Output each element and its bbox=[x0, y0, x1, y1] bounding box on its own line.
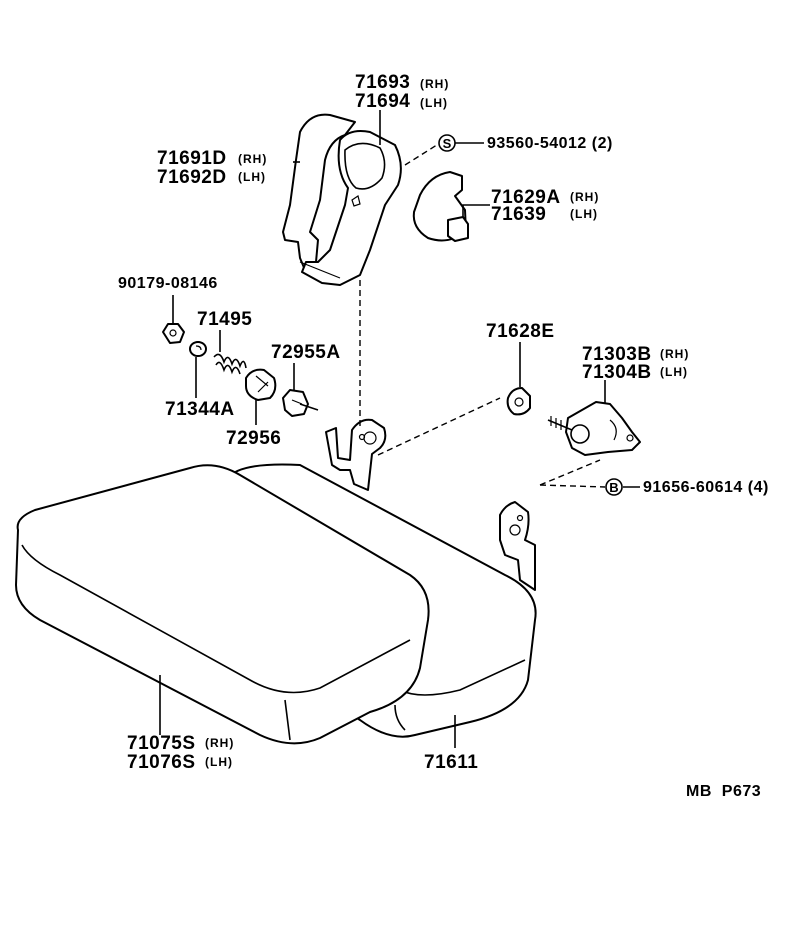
hinge-bracket-right bbox=[499, 501, 536, 591]
svg-text:71694: 71694 bbox=[355, 91, 410, 112]
svg-text:71304B: 71304B bbox=[582, 362, 652, 383]
label-72956: 72956 bbox=[226, 428, 281, 449]
svg-text:(RH): (RH) bbox=[238, 152, 267, 166]
hinge-cover-71693 bbox=[299, 130, 402, 286]
svg-text:(LH): (LH) bbox=[238, 170, 266, 184]
label-93560: 93560-54012 (2) bbox=[487, 135, 613, 152]
svg-text:S: S bbox=[443, 136, 452, 151]
svg-text:71075S: 71075S bbox=[127, 733, 196, 754]
bushing-71628e bbox=[506, 387, 531, 416]
svg-text:71629A: 71629A bbox=[491, 187, 561, 208]
svg-text:71692D: 71692D bbox=[157, 167, 227, 188]
svg-text:71639: 71639 bbox=[491, 204, 546, 225]
svg-text:(RH): (RH) bbox=[420, 77, 449, 91]
hinge-bracket-left bbox=[325, 418, 387, 491]
dashed-connector-lines bbox=[359, 142, 606, 488]
svg-text:93560-54012 (2): 93560-54012 (2) bbox=[487, 135, 613, 152]
nut-90179 bbox=[162, 323, 185, 344]
svg-text:(RH): (RH) bbox=[660, 347, 689, 361]
svg-text:72955A: 72955A bbox=[271, 342, 341, 363]
label-71629a-71639: 71629A (RH) 71639 (LH) bbox=[491, 187, 599, 225]
spring-71495 bbox=[213, 353, 247, 375]
svg-text:71344A: 71344A bbox=[165, 399, 235, 420]
label-91656: 91656-60614 (4) bbox=[643, 479, 769, 496]
footer-code: MB P673 bbox=[686, 783, 761, 800]
svg-text:90179-08146: 90179-08146 bbox=[118, 275, 218, 292]
knob-72956 bbox=[245, 368, 277, 401]
svg-text:(LH): (LH) bbox=[570, 207, 598, 221]
label-71691d-71692d: 71691D (RH) 71692D (LH) bbox=[157, 148, 267, 188]
svg-text:MB P673: MB P673 bbox=[686, 783, 761, 800]
svg-text:71611: 71611 bbox=[424, 752, 478, 773]
label-71611: 71611 bbox=[424, 752, 478, 773]
cap-71629a bbox=[412, 171, 469, 242]
symbol-b-91656: B bbox=[605, 478, 623, 496]
label-90179: 90179-08146 bbox=[118, 275, 218, 292]
washer-71344a bbox=[189, 341, 207, 357]
svg-text:(LH): (LH) bbox=[205, 755, 233, 769]
svg-text:(RH): (RH) bbox=[205, 736, 234, 750]
hinge-assembly-71303b bbox=[547, 401, 641, 456]
svg-text:71628E: 71628E bbox=[486, 321, 555, 342]
leader-lines bbox=[159, 110, 640, 748]
svg-text:71691D: 71691D bbox=[157, 148, 227, 169]
symbol-s-93560: S bbox=[438, 134, 456, 152]
svg-text:72956: 72956 bbox=[226, 428, 281, 449]
label-71628e: 71628E bbox=[486, 321, 555, 342]
label-72955a: 72955A bbox=[271, 342, 341, 363]
svg-text:(RH): (RH) bbox=[570, 190, 599, 204]
label-71303b-71304b: 71303B (RH) 71304B (LH) bbox=[582, 344, 689, 383]
svg-text:71495: 71495 bbox=[197, 309, 252, 330]
svg-text:(LH): (LH) bbox=[660, 365, 688, 379]
svg-text:(LH): (LH) bbox=[420, 96, 448, 110]
svg-text:71303B: 71303B bbox=[582, 344, 652, 365]
label-71693-71694: 71693 (RH) 71694 (LH) bbox=[355, 72, 449, 112]
seat-cushion-71075s bbox=[15, 464, 430, 745]
svg-text:B: B bbox=[609, 480, 618, 495]
svg-text:71693: 71693 bbox=[355, 72, 410, 93]
plug-72955a bbox=[282, 389, 319, 417]
hinge-cover-71691d bbox=[282, 113, 356, 271]
svg-text:71076S: 71076S bbox=[127, 752, 196, 773]
label-71495: 71495 bbox=[197, 309, 252, 330]
label-71075s-71076s: 71075S (RH) 71076S (LH) bbox=[127, 733, 234, 773]
label-71344a: 71344A bbox=[165, 399, 235, 420]
svg-text:91656-60614 (4): 91656-60614 (4) bbox=[643, 479, 769, 496]
